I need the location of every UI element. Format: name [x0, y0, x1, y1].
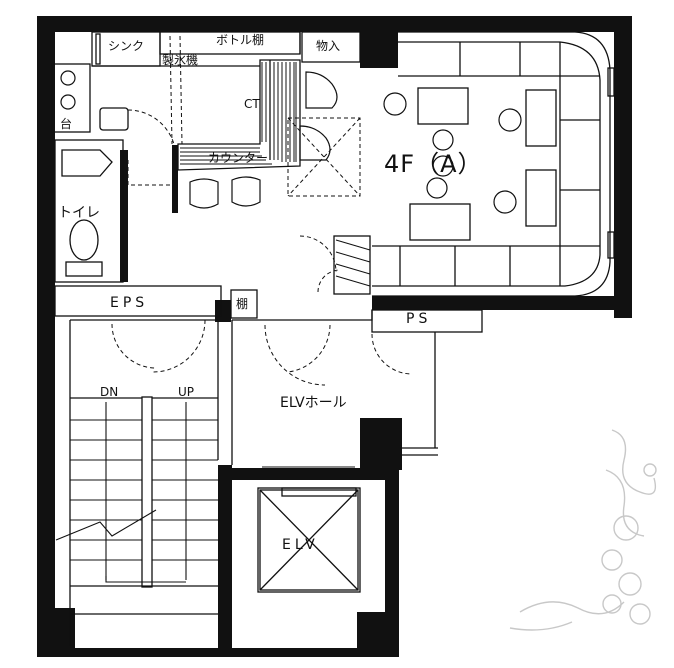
room-label-ice-maker: 製氷機 [162, 53, 199, 67]
room-label-elv: ELV [282, 537, 319, 553]
stair-label-dn: DN [100, 385, 119, 399]
room-label-stand: 台 [60, 117, 73, 131]
thick-walls [37, 16, 632, 657]
stair-label-up: UP [178, 385, 195, 399]
room-label-counter: カウンター [208, 151, 269, 165]
furniture-chairs [60, 70, 522, 214]
room-label-shelf: 棚 [236, 297, 249, 311]
room-label-ct: CT [244, 97, 260, 111]
unit-title: 4F（A） [384, 150, 483, 178]
counter-hatching [180, 62, 371, 287]
room-label-bottle-shelf: ボトル棚 [216, 33, 265, 47]
stair-treads [55, 402, 355, 583]
room-label-ps: PS [406, 311, 432, 327]
room-label-toilet: トイレ [58, 205, 100, 221]
thin-walls [51, 31, 615, 646]
decorative-flourish [509, 429, 657, 631]
door-swings [111, 35, 413, 386]
room-label-storage: 物入 [316, 39, 341, 53]
room-label-sink: シンク [108, 39, 145, 53]
room-label-elv-hall: ELVホール [280, 395, 347, 411]
room-label-eps: EPS [110, 295, 149, 311]
